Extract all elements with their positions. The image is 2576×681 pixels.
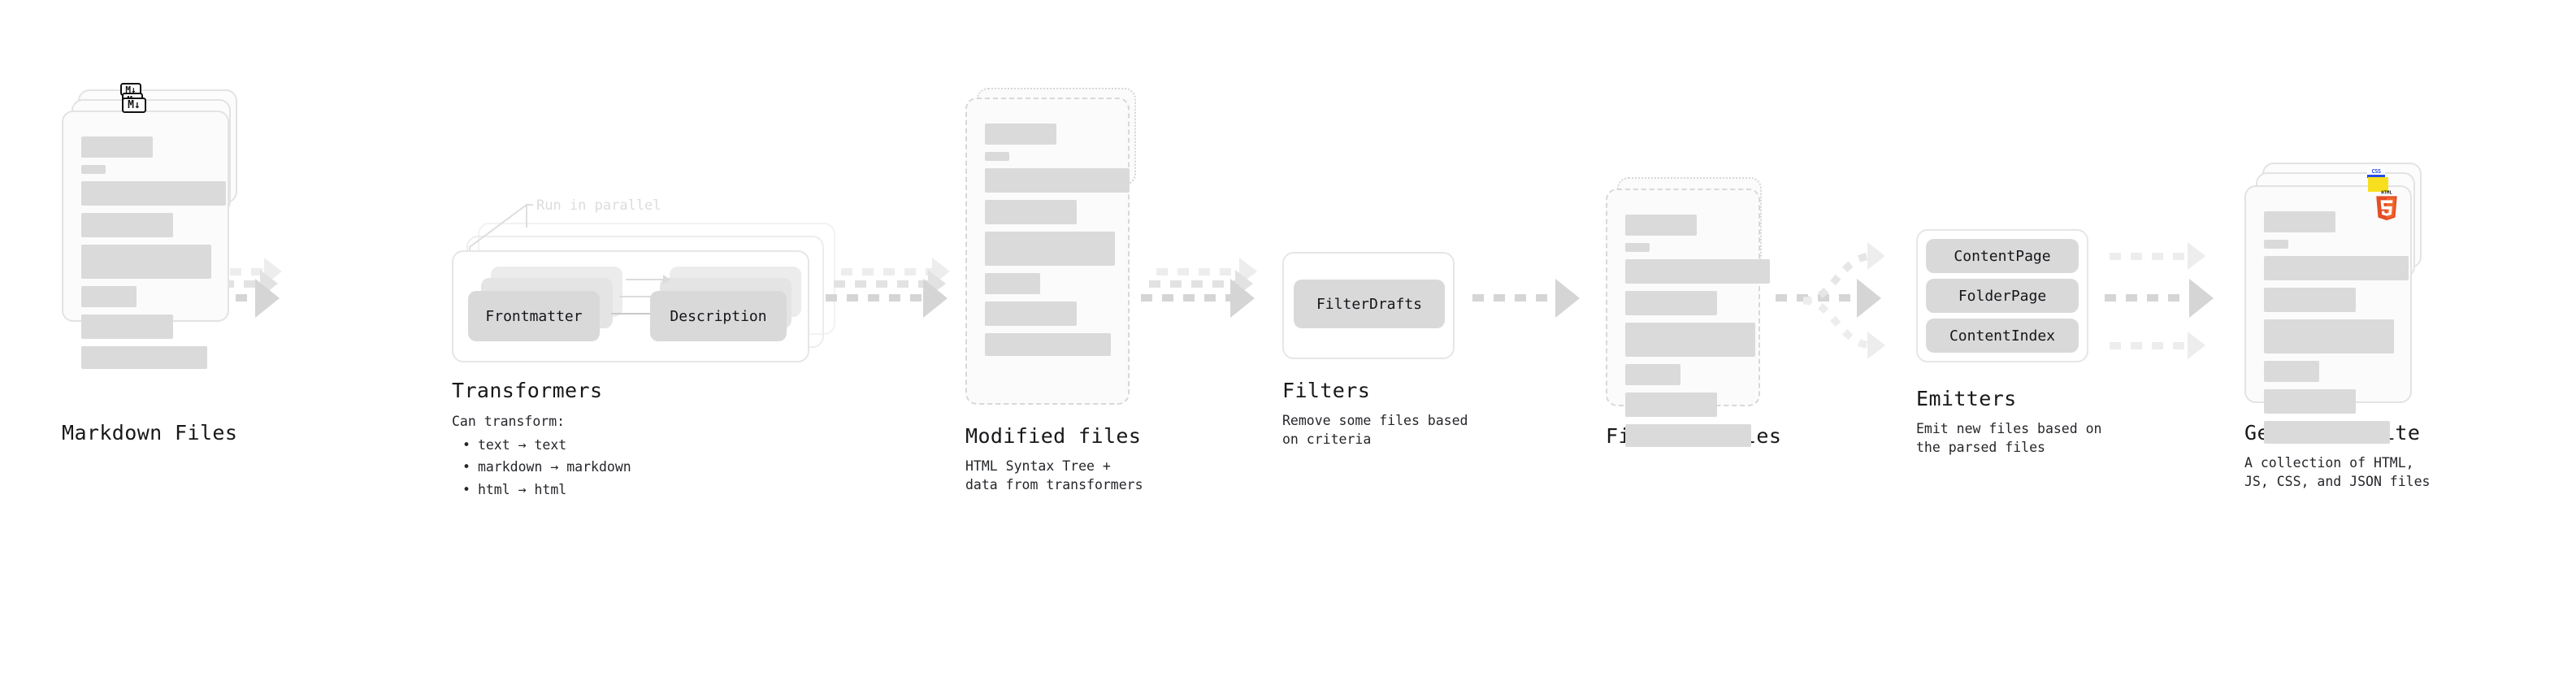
generated-site-description: A collection of HTML, JS, CSS, and JSON … xyxy=(2244,455,2431,490)
transformers-transform-list: text → text markdown → markdown html → h… xyxy=(452,434,631,501)
filter-node-filterdrafts[interactable]: FilterDrafts xyxy=(1294,280,1445,328)
transformers-description: Can transform: text → text markdown → ma… xyxy=(452,410,631,501)
html5-logo-icon: HTML xyxy=(2376,191,2397,221)
content-bar xyxy=(985,124,1056,145)
content-bar xyxy=(2264,389,2356,414)
content-bar xyxy=(1625,259,1770,284)
transformers-description-heading: Can transform: xyxy=(452,414,566,429)
filters-label: Filters xyxy=(1282,379,1371,402)
content-bar xyxy=(2264,211,2335,232)
content-bar xyxy=(1625,323,1755,357)
css3-logo-icon: CSS xyxy=(2367,167,2385,178)
content-bar xyxy=(81,213,173,237)
content-bar xyxy=(985,200,1077,224)
content-bar xyxy=(81,245,211,279)
content-bar xyxy=(985,301,1077,326)
content-bar xyxy=(1625,291,1717,315)
content-bar xyxy=(985,168,1130,193)
content-bar xyxy=(81,165,106,174)
transformer-node-description[interactable]: Description xyxy=(650,291,787,341)
content-bar xyxy=(2264,421,2390,444)
emitters-label: Emitters xyxy=(1916,387,2017,410)
markdown-files-label: Markdown Files xyxy=(62,421,238,445)
emitter-node-contentindex[interactable]: ContentIndex xyxy=(1926,319,2079,353)
content-bar xyxy=(1625,243,1650,252)
emitter-node-contentpage[interactable]: ContentPage xyxy=(1926,239,2079,273)
filters-description: Remove some files based on criteria xyxy=(1282,413,1468,448)
transform-item-text: text → text xyxy=(462,434,631,456)
markdown-content-bars xyxy=(81,137,226,376)
markdown-card-main xyxy=(62,111,229,369)
content-bar xyxy=(985,273,1040,294)
content-bar xyxy=(2264,288,2356,312)
transformer-inner-arrow-back2 xyxy=(626,273,676,286)
transformer-node-frontmatter[interactable]: Frontmatter xyxy=(468,291,600,341)
content-bar xyxy=(985,152,1009,161)
content-bar xyxy=(81,286,137,307)
filtered-content-bars xyxy=(1625,215,1770,454)
modified-content-bars-main xyxy=(985,124,1130,363)
modified-files-label: Modified files xyxy=(965,424,1142,448)
content-bar xyxy=(2264,361,2319,382)
transform-item-markdown: markdown → markdown xyxy=(462,456,631,478)
content-bar xyxy=(81,346,207,369)
content-bar xyxy=(1625,393,1717,417)
content-bar xyxy=(2264,256,2409,280)
site-content-bars xyxy=(2264,211,2409,451)
content-bar xyxy=(1625,424,1751,447)
javascript-logo-icon xyxy=(2368,177,2388,192)
markdown-logo-icon: M↓ xyxy=(122,98,146,113)
emitter-node-folderpage[interactable]: FolderPage xyxy=(1926,279,2079,313)
emitters-description: Emit new files based on the parsed files xyxy=(1916,421,2102,456)
content-bar xyxy=(1625,364,1680,385)
content-bar xyxy=(2264,240,2288,249)
site-card-main xyxy=(2244,185,2412,444)
content-bar xyxy=(985,232,1115,266)
run-in-parallel-label: Run in parallel xyxy=(536,197,661,214)
content-bar xyxy=(81,181,226,206)
modified-files-description: HTML Syntax Tree + data from transformer… xyxy=(965,458,1143,493)
modified-card-main xyxy=(965,98,1130,405)
svg-text:HTML: HTML xyxy=(2381,191,2392,196)
transform-item-html: html → html xyxy=(462,479,631,501)
fanout-curves-icon xyxy=(1802,252,1871,349)
content-bar xyxy=(985,333,1111,356)
content-bar xyxy=(2264,319,2394,354)
transformers-label: Transformers xyxy=(452,379,603,402)
content-bar xyxy=(81,137,153,158)
filtered-card-main xyxy=(1606,189,1770,447)
content-bar xyxy=(1625,215,1697,236)
content-bar xyxy=(81,314,173,339)
